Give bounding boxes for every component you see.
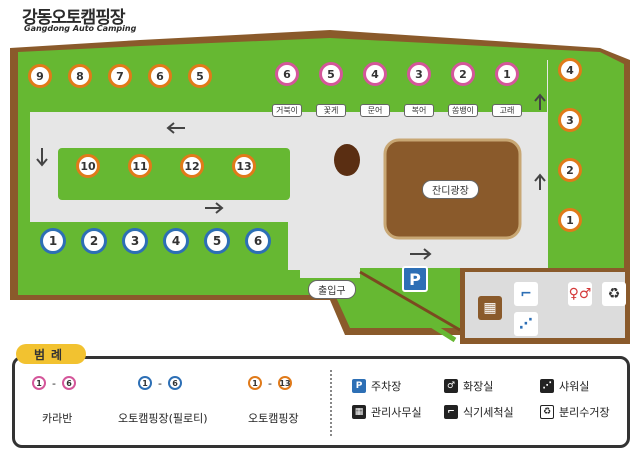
site-badge[interactable]: 9 (28, 64, 52, 88)
pilloti-badge[interactable]: 3 (122, 228, 148, 254)
site-badge[interactable]: 13 (232, 154, 256, 178)
legend-restroom: ♂ 화장실 (444, 378, 493, 394)
site-badge[interactable]: 8 (68, 64, 92, 88)
legend-title: 범례 (16, 344, 86, 364)
pilloti-badge[interactable]: 2 (81, 228, 107, 254)
site-badge[interactable]: 6 (148, 64, 172, 88)
caravan-item[interactable]: 6 거북이 (272, 62, 302, 117)
caravan-badge: 1 (495, 62, 519, 86)
legend-auto-to: 13 (277, 376, 292, 390)
site-badge[interactable]: 3 (558, 108, 582, 132)
pilloti-sites: 1 2 3 4 5 6 (40, 228, 271, 254)
dishwashing-icon: ⌐ (444, 405, 458, 419)
caravan-name: 고래 (492, 104, 522, 117)
parking-icon: P (352, 379, 366, 393)
legend-parking: P 주차장 (352, 378, 401, 394)
legend-pilloti-label: 오토캠핑장(필로티) (118, 412, 208, 425)
restroom-icon: ♂ (444, 379, 458, 393)
caravan-item[interactable]: 2 쏨뱅이 (448, 62, 478, 117)
caravan-name: 쏨뱅이 (448, 104, 478, 117)
lawn-plaza-label: 잔디광장 (422, 180, 479, 199)
caravan-badge: 6 (275, 62, 299, 86)
legend-shower: ⋰ 샤워실 (540, 378, 589, 394)
tree (334, 144, 360, 176)
caravan-row: 6 거북이 5 꽃게 4 문어 3 복어 2 쏨뱅이 1 고래 (272, 62, 522, 117)
site-badge[interactable]: 10 (76, 154, 100, 178)
site-badge[interactable]: 7 (108, 64, 132, 88)
caravan-badge: 5 (319, 62, 343, 86)
site-badge[interactable]: 12 (180, 154, 204, 178)
restroom-icon: ♀♂ (568, 282, 592, 306)
legend-caravan-range: 1 - 6 (32, 376, 76, 390)
auto-sites-top: 9 8 7 6 5 (28, 64, 212, 88)
legend-dishwashing: ⌐ 식기세척실 (444, 404, 514, 420)
site-badge[interactable]: 2 (558, 158, 582, 182)
legend-recycling: ♻ 분리수거장 (540, 404, 610, 420)
legend-caravan-to: 6 (61, 376, 76, 390)
caravan-badge: 4 (363, 62, 387, 86)
parking-icon: P (402, 266, 428, 292)
auto-sites-mid: 10 11 12 13 (76, 154, 256, 178)
caravan-name: 꽃게 (316, 104, 346, 117)
page-subtitle: Gangdong Auto Camping (24, 24, 137, 33)
caravan-item[interactable]: 4 문어 (360, 62, 390, 117)
office-icon: ▦ (352, 405, 366, 419)
recycling-icon: ♻ (540, 405, 554, 419)
legend-pilloti-range: 1 - 6 (138, 376, 182, 390)
pilloti-badge[interactable]: 5 (204, 228, 230, 254)
auto-sites-right: 4 3 2 1 (558, 58, 582, 232)
shower-icon: ⋰ (540, 379, 554, 393)
legend-caravan-label: 카라반 (42, 412, 73, 425)
pilloti-badge[interactable]: 4 (163, 228, 189, 254)
page-title: 강동오토캠핑장 (22, 8, 125, 28)
site-badge[interactable]: 5 (188, 64, 212, 88)
legend-pilloti-from: 1 (138, 376, 152, 390)
caravan-name: 복어 (404, 104, 434, 117)
dishwashing-icon: ⌐ (514, 282, 538, 306)
legend-office: ▦ 관리사무실 (352, 404, 422, 420)
office-icon: ▦ (478, 296, 502, 320)
site-badge[interactable]: 1 (558, 208, 582, 232)
entrance-label: 출입구 (308, 280, 356, 299)
caravan-name: 문어 (360, 104, 390, 117)
shower-icon: ⋰ (514, 312, 538, 336)
legend-caravan-from: 1 (32, 376, 46, 390)
site-badge[interactable]: 4 (558, 58, 582, 82)
legend-auto-range: 1 - 13 (248, 376, 292, 390)
pilloti-badge[interactable]: 1 (40, 228, 66, 254)
caravan-badge: 3 (407, 62, 431, 86)
legend-box (12, 356, 630, 448)
recycling-icon: ♻ (602, 282, 626, 306)
caravan-item[interactable]: 3 복어 (404, 62, 434, 117)
legend-auto-label: 오토캠핑장 (248, 412, 299, 425)
site-badge[interactable]: 11 (128, 154, 152, 178)
caravan-item[interactable]: 5 꽃게 (316, 62, 346, 117)
caravan-badge: 2 (451, 62, 475, 86)
road-arrows (36, 93, 546, 260)
legend-divider (330, 370, 332, 436)
caravan-item[interactable]: 1 고래 (492, 62, 522, 117)
legend-auto-from: 1 (248, 376, 262, 390)
legend-pilloti-to: 6 (167, 376, 182, 390)
caravan-name: 거북이 (272, 104, 302, 117)
pilloti-badge[interactable]: 6 (245, 228, 271, 254)
